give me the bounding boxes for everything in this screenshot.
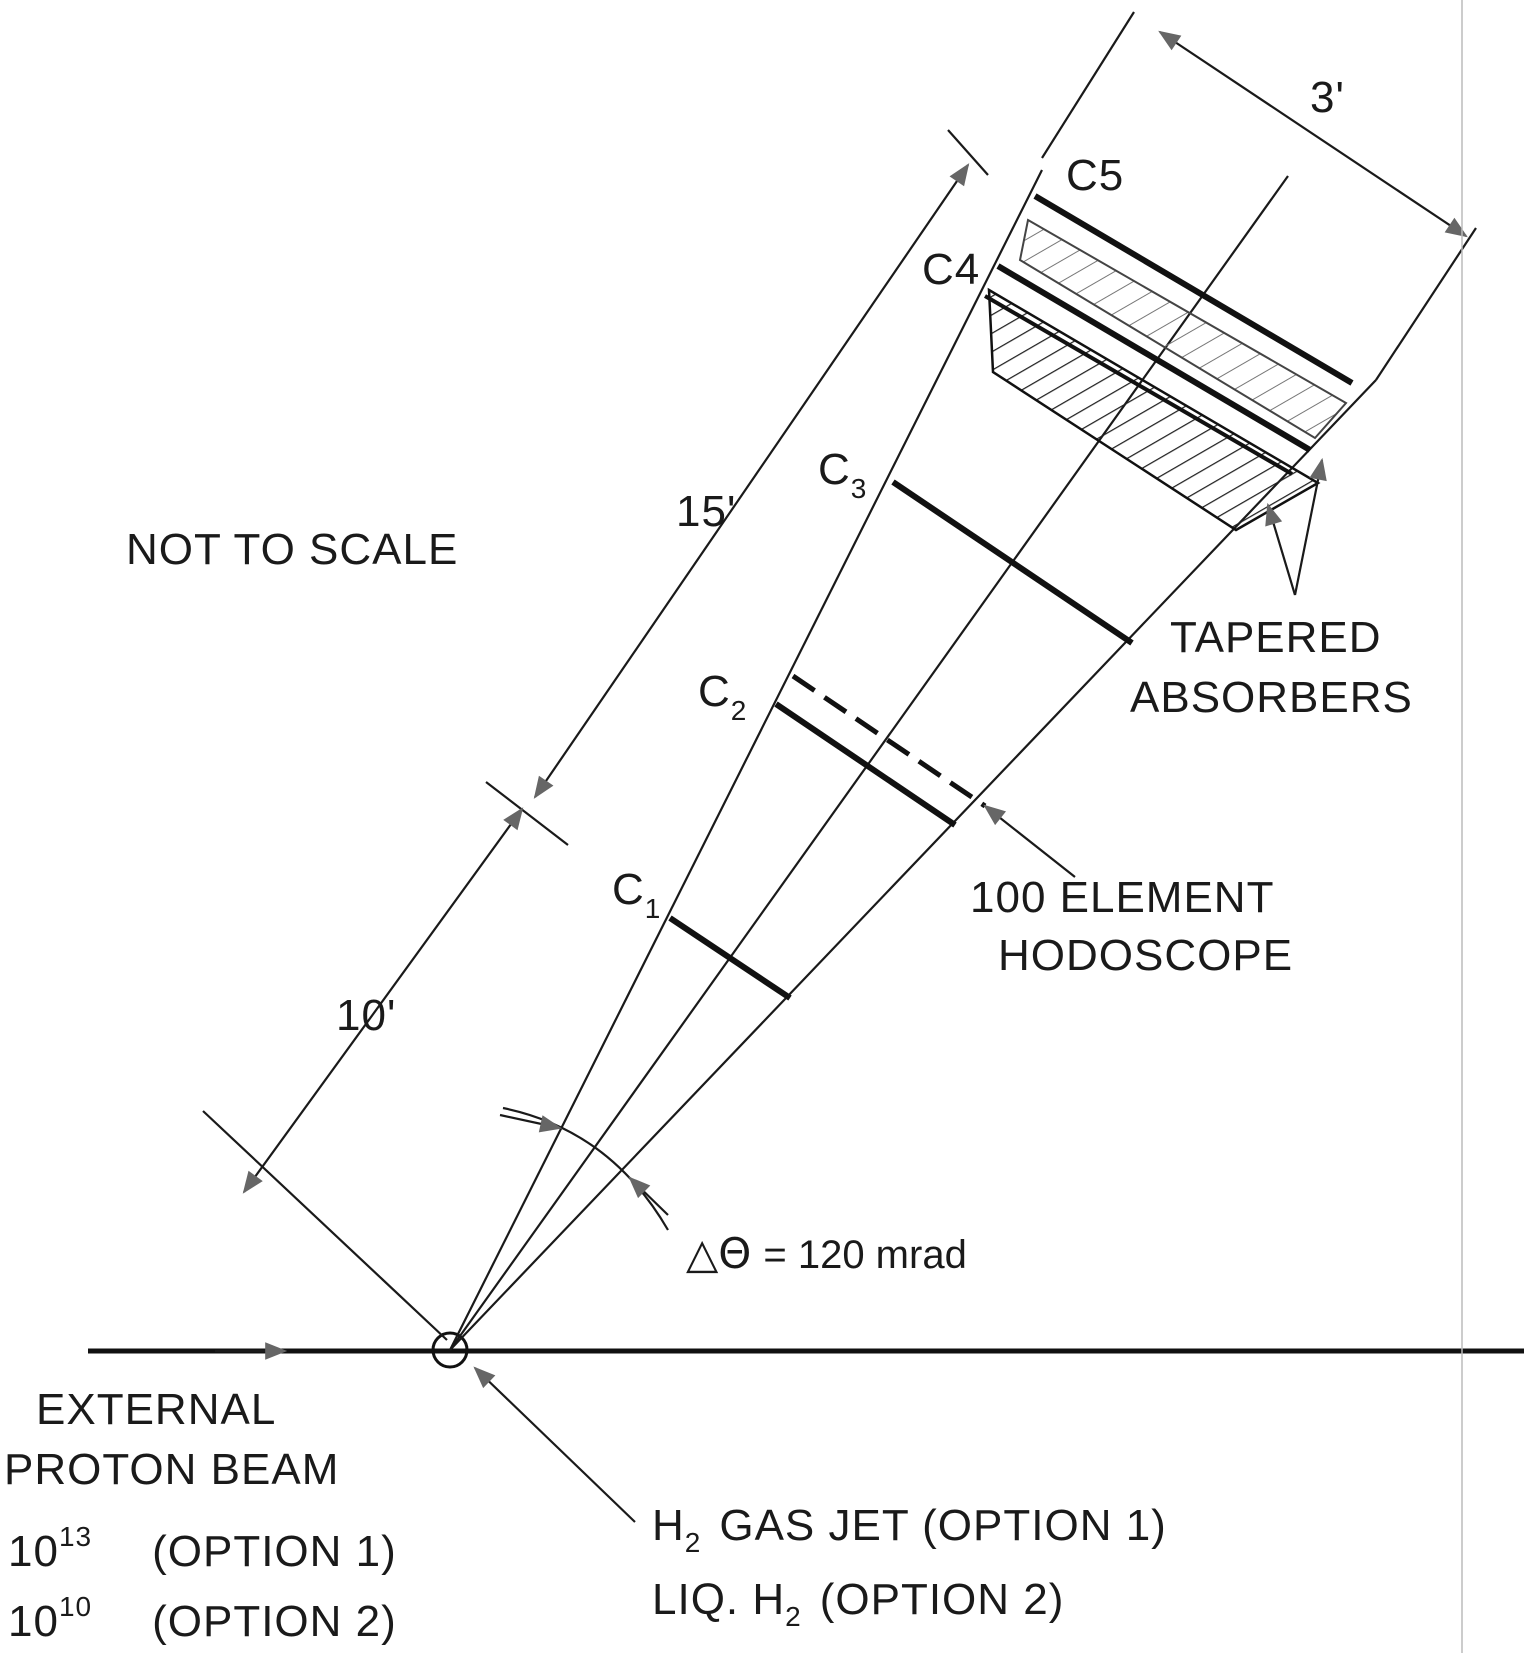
absorber-lower [987,287,1321,532]
absorber-upper [1018,218,1348,440]
chamber-c2-label: C2 [698,667,747,726]
chamber-c5 [1033,193,1354,386]
not-to-scale-label: NOT TO SCALE [126,525,458,574]
dim-10-line [242,807,524,1194]
dim-ext-top [947,129,989,176]
dim-3-ext-left [1041,11,1135,159]
target-circle [431,1331,469,1369]
beam-option-2: 1010(OPTION 2) [8,1591,397,1646]
hodoscope-leader [983,804,1076,878]
absorbers-label-2: ABSORBERS [1130,673,1413,722]
chamber-c5-label: C5 [1066,151,1124,200]
hodoscope-label-2: HODOSCOPE [998,931,1293,980]
chamber-c1-label: C1 [612,865,661,924]
target-label-2: LIQ. H2(OPTION 2) [652,1575,1064,1632]
dim-ext-origin [202,1110,448,1341]
beam-label-2: PROTON BEAM [4,1445,339,1494]
absorbers-label-1: TAPERED [1170,613,1382,662]
dim-3-line [1158,30,1468,238]
angle-arrow-right [628,1176,669,1216]
dim-15-line [533,163,970,799]
dim-10-label: 10' [336,991,396,1040]
beam-option-1: 1013(OPTION 1) [8,1521,397,1576]
dim-3-label: 3' [1310,73,1345,122]
dim-15-label: 15' [676,487,736,536]
target-leader [473,1366,636,1523]
absorber-leader-1 [1265,502,1297,596]
dim-3-ext-right [1375,227,1477,381]
chamber-c4b [983,294,1294,476]
dim-ext-mid [485,781,569,846]
chamber-c3-label: C3 [818,445,867,504]
chamber-c4-label: C4 [922,245,980,294]
chamber-c3 [891,479,1134,646]
absorber-leader-2 [1293,457,1327,596]
angle-label: △Θ= 120 mrad [686,1229,967,1278]
chamber-c1 [668,915,792,1001]
angle-arrow-left [499,1113,563,1133]
angle-arc [502,1106,669,1231]
hodoscope-label-1: 100 ELEMENT [970,873,1274,922]
beam-label-1: EXTERNAL [36,1385,276,1434]
hodoscope-dashed [791,673,987,809]
chamber-c4 [996,263,1312,453]
